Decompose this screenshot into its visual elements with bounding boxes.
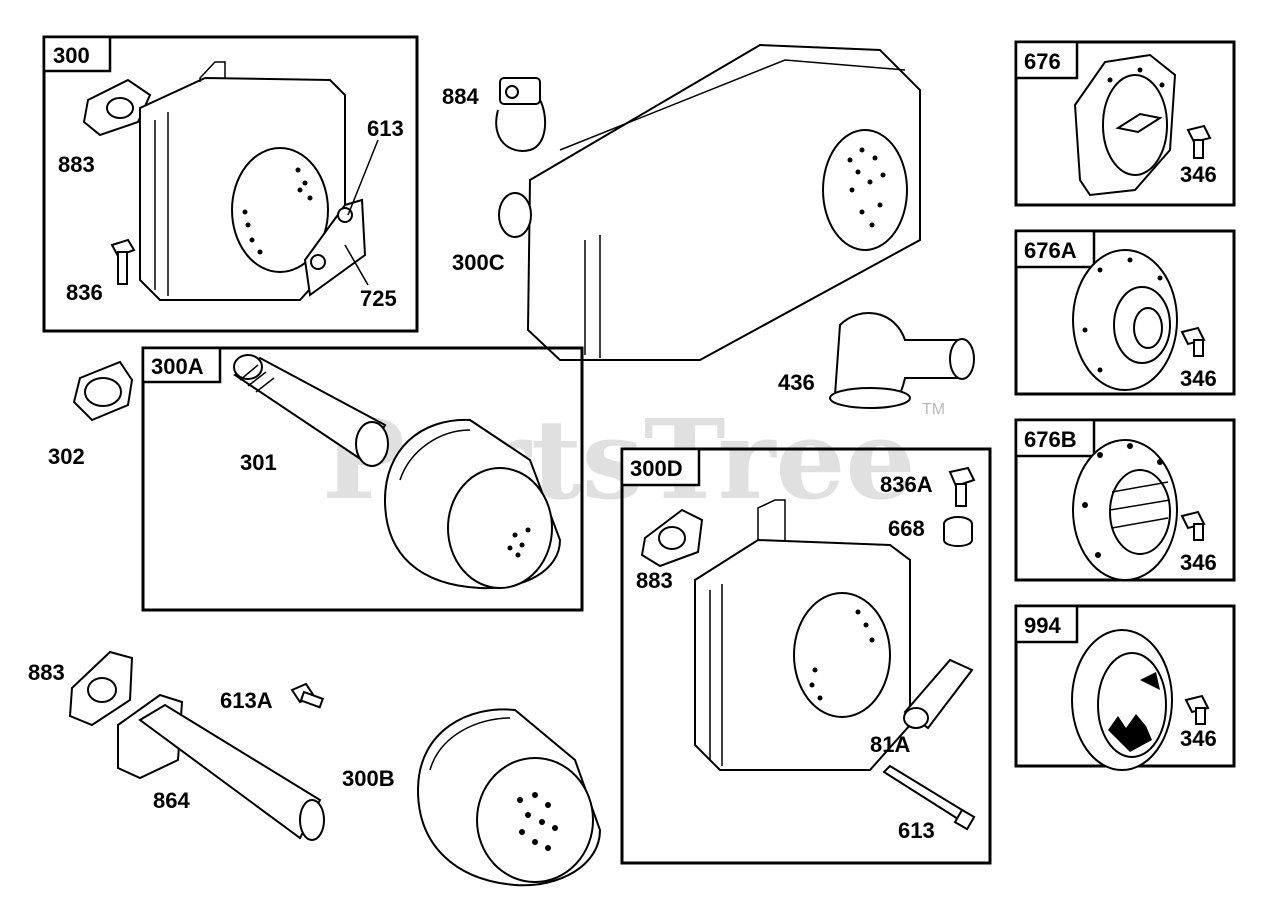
- guard-676b-icon[interactable]: [1072, 439, 1178, 581]
- callout-346-676b: 346: [1180, 550, 1217, 575]
- box-676-frame: [1014, 40, 1236, 207]
- callout-300c: 300C: [452, 250, 505, 275]
- callout-81a: 81A: [870, 732, 910, 757]
- gasket-883-mid-icon[interactable]: [640, 508, 704, 568]
- muffler-300b-face: [476, 757, 594, 883]
- callout-725: 725: [360, 286, 397, 311]
- box-676a-label: 676A: [1024, 238, 1077, 263]
- group-300[interactable]: 300 883 613: [42, 35, 419, 333]
- callout-301: 301: [240, 450, 277, 475]
- box-300a-frame: [141, 346, 584, 612]
- box-300d-tag: [620, 447, 701, 487]
- callout-300b: 300B: [342, 766, 395, 791]
- callout-346-676: 346: [1180, 162, 1217, 187]
- bolt-836-icon[interactable]: [110, 238, 136, 285]
- screw-613a-icon[interactable]: [290, 682, 325, 709]
- group-994[interactable]: 994 346: [1014, 604, 1236, 771]
- guard-676-icon[interactable]: [1073, 53, 1177, 197]
- callout-883-mid: 883: [636, 568, 673, 593]
- box-994-tag: [1014, 604, 1079, 644]
- callout-346-676a: 346: [1180, 366, 1217, 391]
- callout-436: 436: [778, 370, 815, 395]
- box-300-tag: [42, 35, 112, 73]
- muffler-300-icon[interactable]: [139, 61, 346, 301]
- elbow-436-icon[interactable]: [829, 312, 975, 409]
- guard-994-icon[interactable]: [1071, 629, 1173, 771]
- gasket-883-icon[interactable]: [82, 78, 152, 137]
- callout-883-left: 883: [28, 660, 65, 685]
- group-300a[interactable]: 300A 301: [141, 346, 584, 612]
- spacer-668-icon[interactable]: [943, 516, 973, 547]
- gasket-883-left-icon[interactable]: [68, 650, 134, 727]
- box-676b-tag: [1014, 418, 1096, 458]
- callout-884: 884: [442, 84, 479, 109]
- box-300a-label: 300A: [151, 354, 204, 379]
- bolt-346-676b-icon[interactable]: [1180, 510, 1206, 541]
- box-300a-tag: [141, 346, 222, 384]
- leader-613-top: [347, 139, 379, 216]
- group-300b[interactable]: 300B: [342, 708, 602, 887]
- box-300-frame: [42, 35, 419, 333]
- bolt-346-676a-icon[interactable]: [1180, 326, 1206, 357]
- callout-346-994: 346: [1180, 726, 1217, 751]
- callout-883-top: 883: [58, 152, 95, 177]
- callout-613a: 613A: [220, 688, 273, 713]
- callout-836-top: 836: [66, 280, 103, 305]
- group-lower-left[interactable]: 883 613A 864: [28, 650, 325, 841]
- box-994-label: 994: [1024, 613, 1061, 638]
- guard-676a-icon[interactable]: [1072, 249, 1178, 391]
- box-676-tag: [1014, 40, 1079, 80]
- deflector-725-icon[interactable]: [303, 198, 367, 297]
- pipe-301-icon[interactable]: [233, 354, 389, 467]
- trademark-mark: TM: [922, 401, 945, 418]
- callout-613-bottom: 613: [898, 818, 935, 843]
- box-676-label: 676: [1024, 49, 1061, 74]
- bolt-346-676-icon[interactable]: [1186, 124, 1212, 159]
- box-676a-tag: [1014, 229, 1096, 269]
- rod-613-bottom-icon[interactable]: [882, 764, 976, 831]
- callout-864: 864: [153, 788, 190, 813]
- group-300c[interactable]: 884 300C 436: [442, 43, 975, 409]
- box-676b-label: 676B: [1024, 427, 1077, 452]
- bolt-836a-icon[interactable]: [948, 466, 976, 507]
- bolt-346-994-icon[interactable]: [1184, 694, 1210, 725]
- locknut-302-icon[interactable]: 302: [48, 360, 134, 469]
- muffler-300a-icon[interactable]: [383, 418, 562, 590]
- group-300d[interactable]: 300D 836A 66: [620, 447, 992, 865]
- callout-302: 302: [48, 444, 85, 469]
- exhaust-pipe-864-icon[interactable]: [117, 693, 325, 841]
- callout-613-top: 613: [367, 116, 404, 141]
- box-676a-frame: [1014, 229, 1236, 396]
- group-676a[interactable]: 676A 346: [1014, 229, 1236, 396]
- box-300d-frame: [620, 447, 992, 865]
- callout-836a: 836A: [880, 472, 933, 497]
- group-676b[interactable]: 676B 346: [1014, 418, 1236, 582]
- muffler-300c-icon[interactable]: [498, 43, 921, 361]
- deflector-81a-icon[interactable]: [903, 658, 974, 730]
- box-300d-label: 300D: [630, 456, 683, 481]
- muffler-300d-icon[interactable]: [694, 499, 911, 771]
- box-300-label: 300: [53, 43, 90, 68]
- leader-725: [344, 244, 369, 286]
- clamp-884-icon[interactable]: [495, 77, 547, 152]
- callout-668: 668: [888, 516, 925, 541]
- group-676[interactable]: 676 346: [1014, 40, 1236, 207]
